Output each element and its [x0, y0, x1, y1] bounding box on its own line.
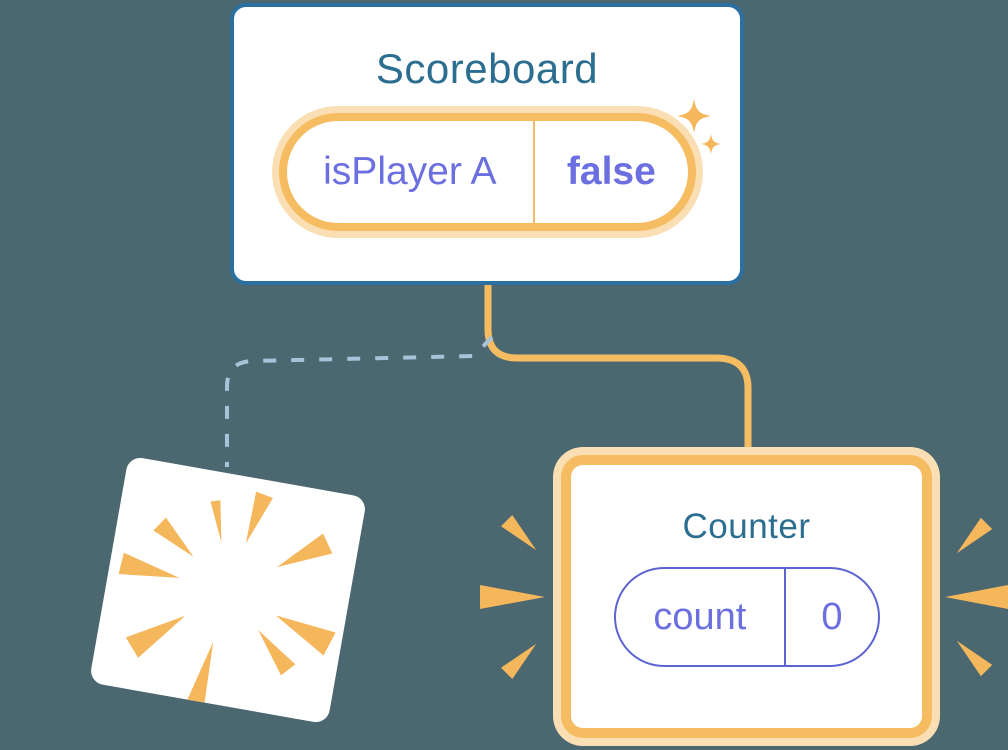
- scoreboard-card: Scoreboard isPlayer A false: [230, 3, 744, 285]
- scoreboard-state-pill: isPlayer A false: [278, 113, 696, 231]
- state-name: isPlayer A: [323, 150, 497, 193]
- kept-branch-connector: [484, 285, 752, 452]
- state-name-cell: isPlayer A: [287, 121, 536, 223]
- burst-mark: [956, 640, 993, 677]
- state-value-cell: 0: [786, 569, 877, 665]
- burst-mark: [153, 517, 194, 557]
- burst-mark: [501, 643, 537, 679]
- destroyed-component-card: [88, 455, 368, 725]
- state-name: count: [653, 595, 747, 638]
- burst-mark: [480, 585, 545, 609]
- state-value: false: [566, 150, 656, 193]
- burst-mark: [956, 517, 993, 554]
- emphasis-burst-icon: [480, 515, 545, 679]
- burst-mark: [118, 552, 180, 578]
- sparkles-icon: [677, 99, 721, 154]
- burst-mark: [501, 515, 537, 551]
- burst-mark: [125, 615, 186, 658]
- counter-card: Counter count 0: [561, 455, 932, 738]
- counter-title: Counter: [682, 507, 811, 546]
- poof-burst-icon: [118, 491, 336, 706]
- burst-mark: [245, 491, 273, 544]
- removed-branch-connector: [225, 335, 494, 467]
- scoreboard-title: Scoreboard: [375, 45, 599, 92]
- state-name-cell: count: [616, 569, 787, 665]
- counter-state-pill: count 0: [613, 567, 880, 667]
- burst-mark: [276, 533, 333, 568]
- burst-mark: [275, 615, 336, 656]
- emphasis-burst-icon: [945, 517, 1008, 677]
- state-value: 0: [821, 595, 843, 638]
- burst-mark: [186, 641, 214, 706]
- burst-mark: [258, 629, 296, 676]
- burst-mark: [210, 500, 222, 543]
- state-value-cell: false: [535, 121, 687, 223]
- burst-mark: [945, 584, 1008, 610]
